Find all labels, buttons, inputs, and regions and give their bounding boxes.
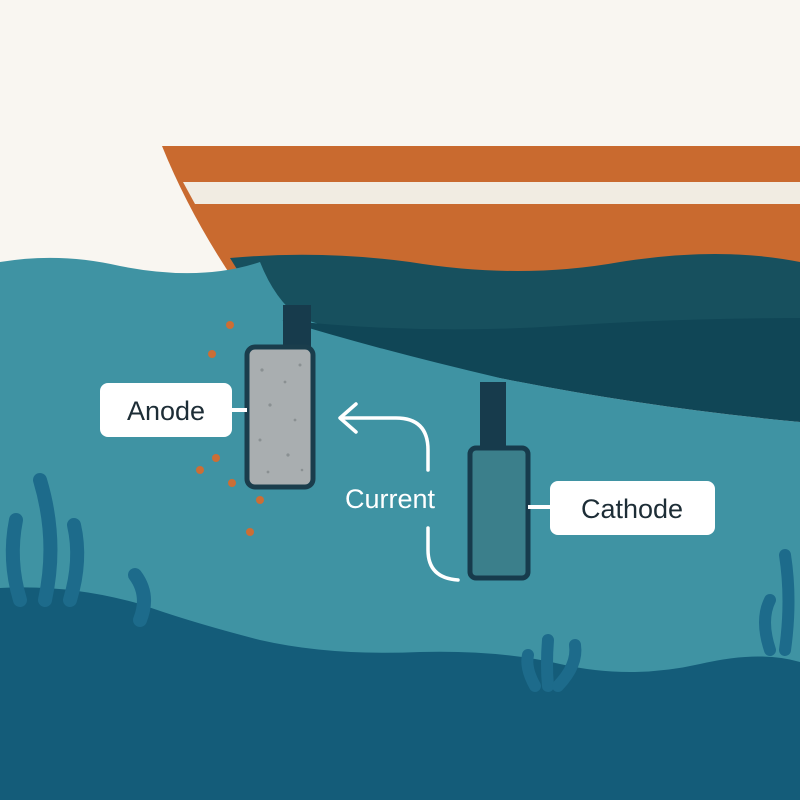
cathode-label-box bbox=[550, 481, 715, 535]
anode-label-box bbox=[100, 383, 232, 437]
hull-cream-band bbox=[183, 182, 800, 204]
current-label: Current bbox=[345, 484, 436, 514]
cathode-block bbox=[467, 445, 531, 581]
seaweed-right bbox=[521, 549, 795, 692]
anode-texture bbox=[258, 363, 304, 474]
cathode-label: Cathode bbox=[581, 494, 683, 524]
anode-label: Anode bbox=[127, 396, 205, 426]
corrosion-particles bbox=[196, 321, 264, 536]
seaweed-left bbox=[5, 473, 151, 627]
current-arrow-path bbox=[340, 416, 460, 582]
cathode-mount bbox=[480, 382, 506, 454]
seabed bbox=[0, 587, 800, 800]
hull-underside bbox=[282, 318, 800, 422]
anode-block bbox=[244, 344, 316, 490]
current-arrow-head bbox=[338, 402, 358, 434]
